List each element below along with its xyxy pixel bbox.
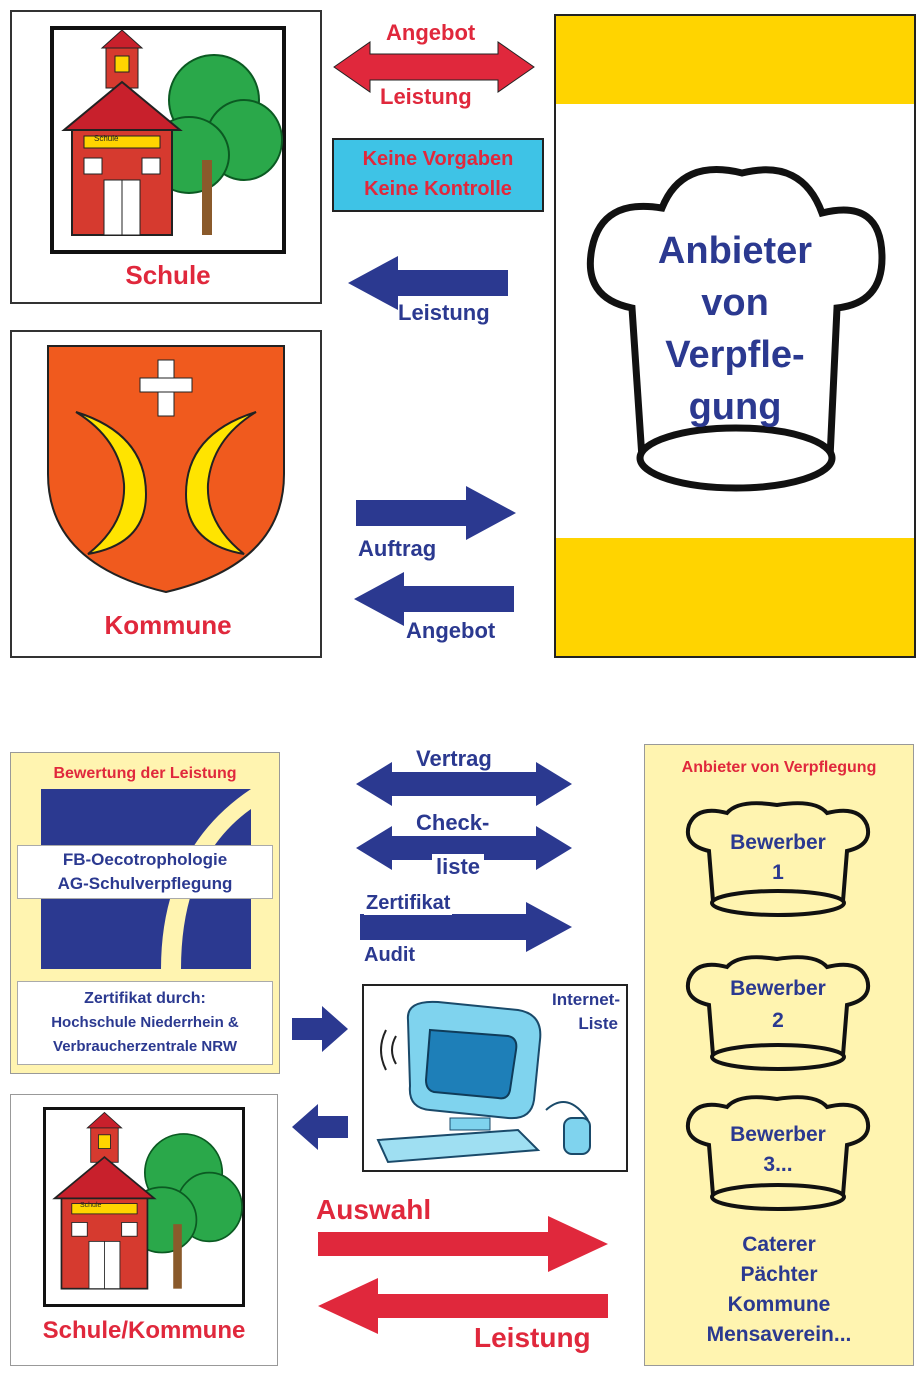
provider-type-commune: Kommune	[727, 1293, 831, 1316]
certificate-label-box: Zertifikat durch: Hochschule Niederrhein…	[17, 981, 273, 1065]
bidder-2-line1: Bewerber	[730, 977, 826, 1000]
bidder-3-line2: 3...	[763, 1153, 793, 1176]
selection-label: Auswahl	[316, 1194, 432, 1225]
arrow4-label: Angebot	[406, 618, 496, 643]
performance-label: Leistung	[474, 1322, 591, 1353]
provider-box: Anbieter von Verpfle- gung	[554, 14, 916, 658]
school-house-icon	[52, 1111, 243, 1290]
yellow-band-bottom	[556, 538, 914, 656]
bidder-1-line2: 1	[772, 861, 784, 884]
school-commune-label: Schule/Kommune	[42, 1317, 246, 1344]
providers-box: Anbieter von Verpflegung Bewerber 1 Bewe…	[644, 744, 914, 1366]
double-arrow-blue-icon	[356, 762, 572, 806]
double-arrow-blue-icon	[356, 826, 572, 870]
school-illustration-frame: Schule	[50, 26, 286, 254]
cert-line1: Zertifikat durch:	[84, 990, 206, 1007]
no-rules-note: Keine Vorgaben Keine Kontrolle	[332, 138, 544, 212]
school-illustration-frame: Schule	[43, 1107, 245, 1307]
arrow-right-blue-icon	[356, 486, 516, 540]
school-house-icon	[61, 29, 283, 236]
school-commune-box: Schule Schule/Kommune	[10, 1094, 278, 1366]
chef-hat-icon	[686, 801, 870, 917]
contract-label: Vertrag	[412, 746, 496, 772]
internet-label-1: Internet-	[552, 990, 620, 1009]
chef-hat-icon	[686, 955, 870, 1071]
school-box: Schule Schule	[10, 10, 322, 304]
commune-label: Kommune	[104, 610, 232, 640]
provider-line1: Anbieter	[657, 230, 813, 272]
school-sign-text: Schule	[94, 134, 119, 143]
provider-type-leaseholder: Pächter	[740, 1263, 818, 1286]
arrow-left-red-icon	[318, 1278, 608, 1334]
arrow1-bottom-label: Leistung	[378, 84, 474, 110]
provider-type-caterer: Caterer	[742, 1233, 816, 1256]
note-line1: Keine Vorgaben	[362, 148, 514, 170]
faculty-line1: FB-Oecotrophologie	[62, 850, 228, 869]
chef-hat-icon	[586, 166, 886, 492]
school-label: Schule	[125, 260, 211, 290]
yellow-band-top	[556, 16, 914, 104]
audit-label: Audit	[364, 944, 416, 966]
arrow2-label: Leistung	[398, 300, 490, 325]
bidder-1-line1: Bewerber	[730, 831, 826, 854]
evaluation-box: Bewertung der Leistung FB-Oecotrophologi…	[10, 752, 280, 1074]
provider-type-canteen-club: Mensaverein...	[706, 1323, 852, 1346]
arrow-left-blue-icon	[348, 256, 508, 310]
faculty-label-box: FB-Oecotrophologie AG-Schulverpflegung	[17, 845, 273, 899]
note-line2: Keine Kontrolle	[364, 178, 512, 200]
bidder-3-line1: Bewerber	[730, 1123, 826, 1146]
double-arrow-red-icon	[333, 41, 535, 93]
arrow3-label: Auftrag	[358, 536, 437, 561]
checklist-label-2: liste	[432, 854, 485, 880]
arrow-left-blue-icon	[292, 1104, 348, 1150]
commune-box: Kommune	[10, 330, 322, 658]
provider-line2: von	[701, 282, 769, 324]
bidder-2-line2: 2	[772, 1009, 784, 1032]
arrow-right-blue-icon	[292, 1006, 348, 1052]
coat-of-arms-icon	[47, 345, 285, 594]
faculty-line2: AG-Schulverpflegung	[57, 874, 233, 893]
evaluation-title: Bewertung der Leistung	[53, 765, 237, 782]
cert-line3: Verbraucherzentrale NRW	[53, 1038, 237, 1055]
arrow-left-blue-icon	[354, 572, 514, 626]
school-sign-text: Schule	[80, 1202, 102, 1209]
providers-title: Anbieter von Verpflegung	[681, 759, 877, 776]
arrow-right-red-icon	[318, 1216, 608, 1272]
computer-icon	[376, 1000, 591, 1164]
provider-line3: Verpfle-	[665, 334, 805, 376]
internet-label-2: Liste	[578, 1014, 618, 1033]
cert-line2: Hochschule Niederrhein &	[51, 1014, 239, 1031]
provider-line4: gung	[688, 386, 782, 428]
checklist-label-1: Check-	[412, 810, 494, 836]
chef-hat-icon	[686, 1095, 870, 1211]
certificate-label: Zertifikat	[364, 892, 453, 915]
internet-list-box: Internet- Liste	[362, 984, 628, 1172]
arrow1-top-label: Angebot	[384, 20, 478, 46]
